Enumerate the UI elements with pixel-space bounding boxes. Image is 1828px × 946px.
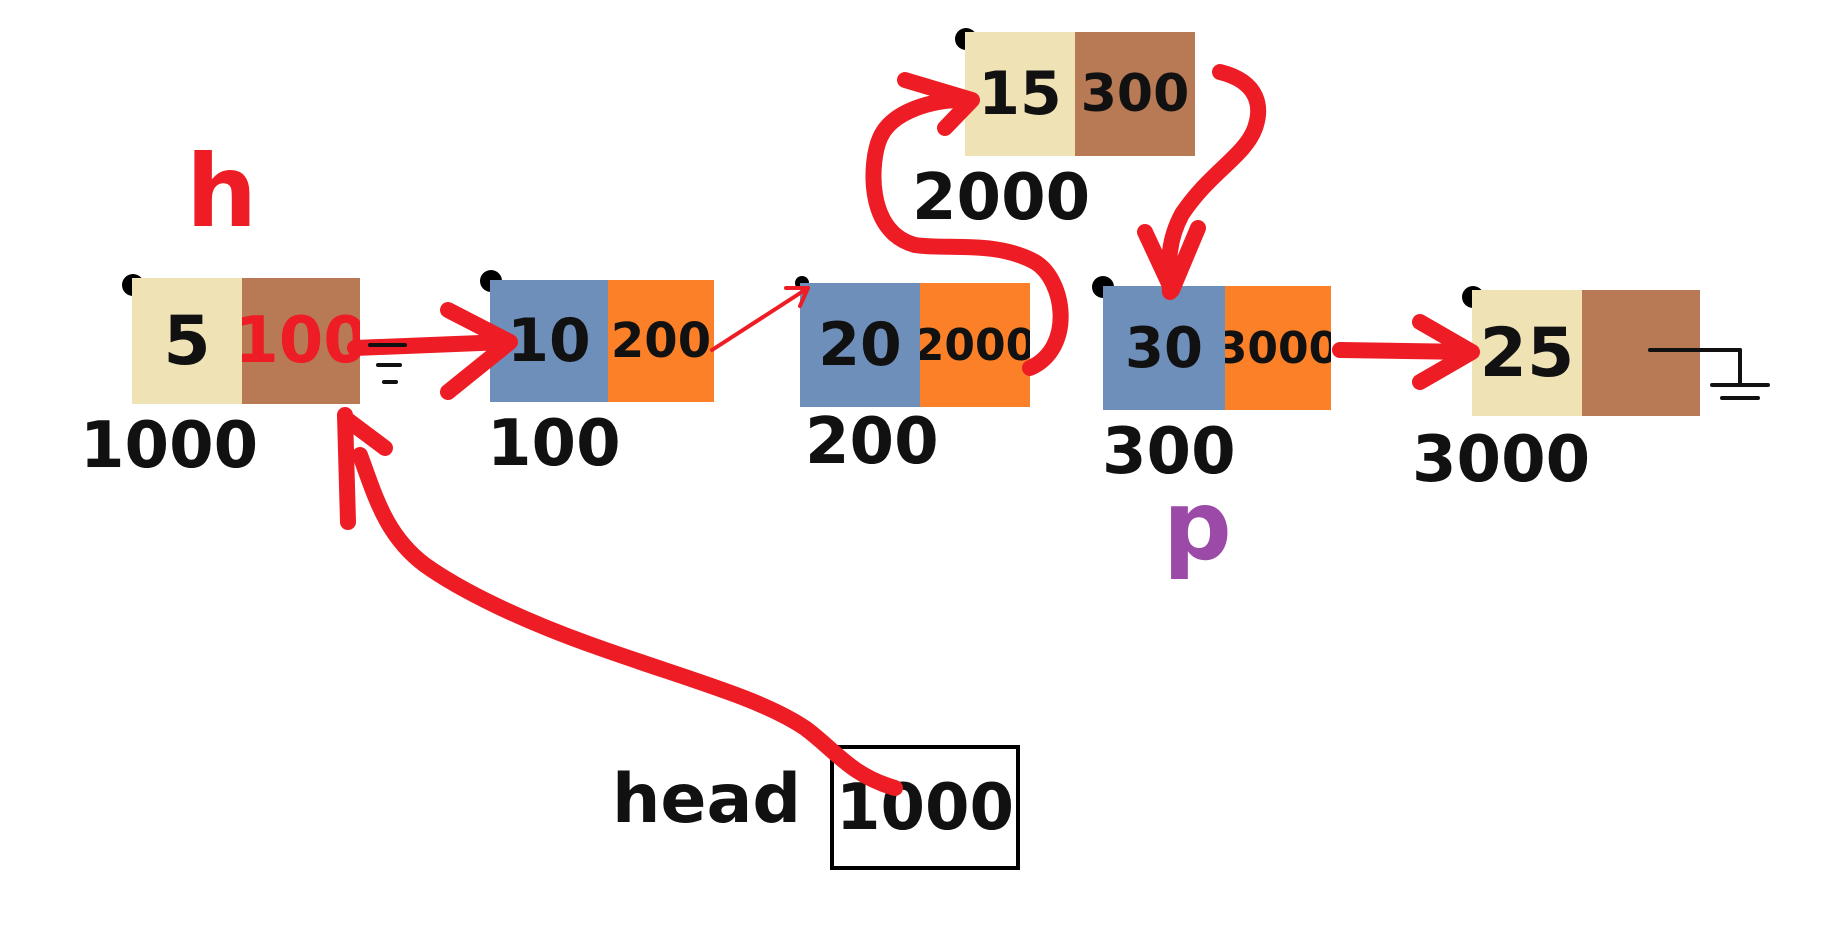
node-200-data: 20 [800, 283, 920, 407]
node-300: 30 3000 [1103, 286, 1331, 410]
null-ground-icon [1648, 348, 1770, 400]
node-1000-next: 100 [242, 278, 360, 404]
node-3000-next [1582, 290, 1700, 416]
node-1000: 5 100 [132, 278, 360, 404]
node-1000-data: 5 [132, 278, 242, 404]
null-ground-icon [368, 343, 407, 384]
arrowhead-icon [440, 302, 518, 400]
node-2000-next: 300 [1075, 32, 1195, 156]
node-200-next: 2000 [920, 283, 1030, 407]
node-300-address: 300 [1102, 415, 1236, 489]
node-300-next: 3000 [1225, 286, 1331, 410]
arrowhead-icon [337, 407, 393, 530]
pointer-label-p: p [1163, 470, 1232, 582]
arrowhead-icon [784, 286, 810, 308]
arrow-head-to-node1000 [352, 447, 903, 796]
node-2000-data: 15 [965, 32, 1075, 156]
pointer-label-h: h [186, 133, 258, 250]
arrow-node300-to-node3000 [1332, 342, 1478, 360]
node-3000-address: 3000 [1412, 423, 1591, 497]
arrowhead-icon [897, 72, 980, 136]
node-2000-address: 2000 [912, 161, 1091, 235]
node-2000: 15 300 [965, 32, 1195, 156]
node-200-address: 200 [805, 405, 939, 479]
arrow-node100-to-node200 [710, 286, 810, 352]
node-100-next: 200 [608, 280, 714, 402]
arrow-node2000-to-node300 [1161, 64, 1267, 300]
node-200: 20 2000 [800, 283, 1030, 407]
node-100: 10 200 [490, 280, 714, 402]
node-3000: 25 [1472, 290, 1700, 416]
arrowhead-icon [1412, 314, 1480, 390]
node-3000-data: 25 [1472, 290, 1582, 416]
arrowhead-icon [1137, 220, 1206, 298]
node-1000-address: 1000 [80, 409, 259, 483]
node-100-address: 100 [487, 407, 621, 481]
arrow-node200-to-node2000 [865, 92, 1069, 376]
head-label: head [612, 760, 802, 839]
node-300-data: 30 [1103, 286, 1225, 410]
